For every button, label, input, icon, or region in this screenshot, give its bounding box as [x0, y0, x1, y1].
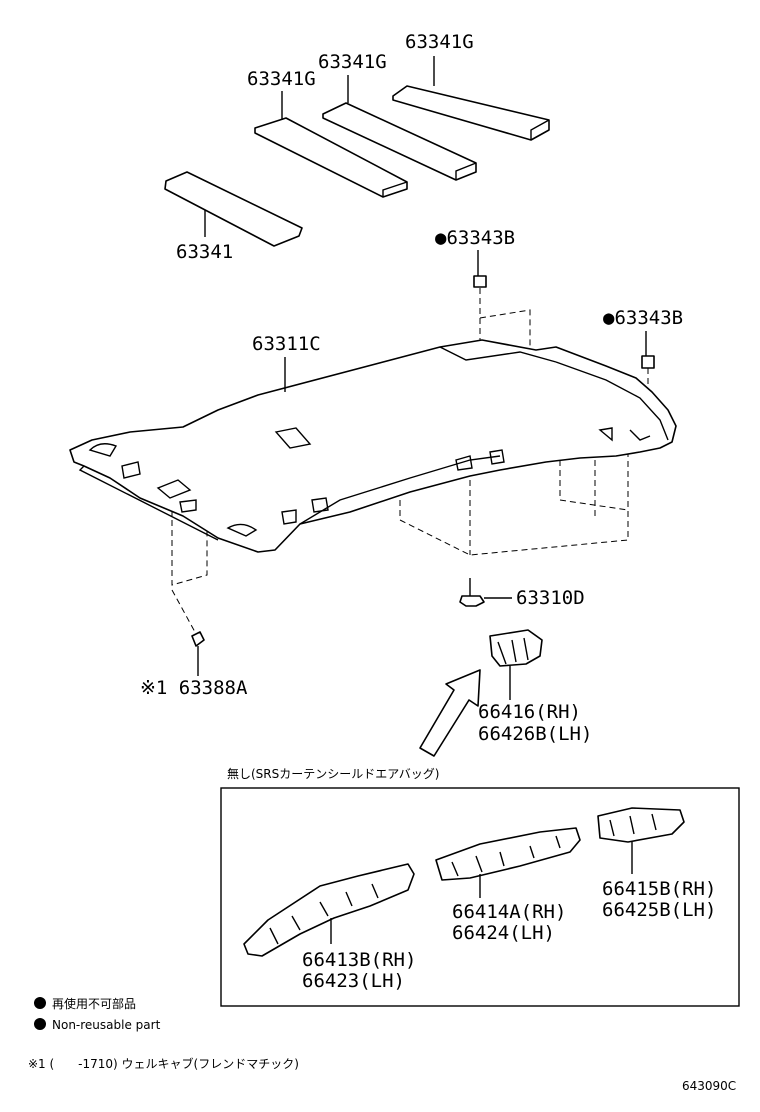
label-63341g-left: 63341G	[247, 68, 316, 90]
clip-63388a[interactable]	[191, 631, 205, 676]
box-title: 無し(SRSカーテンシールドエアバッグ)	[227, 766, 439, 781]
label-63341: 63341	[176, 241, 233, 263]
pad-63341[interactable]	[164, 171, 303, 247]
clip-63343b-center[interactable]	[473, 250, 487, 288]
label-66423-lh: 66423(LH)	[302, 970, 405, 992]
diagram-id: 643090C	[682, 1079, 736, 1093]
legend-dot-en	[34, 1018, 46, 1030]
pad-63341g-middle[interactable]	[322, 102, 477, 181]
legend-text-en: Non-reusable part	[52, 1018, 161, 1032]
footnote: ※1 ( -1710) ウェルキャブ(フレンドマチック)	[28, 1056, 299, 1071]
pad-63341g-right[interactable]	[392, 85, 550, 141]
label-63343b-center: ●63343B	[435, 227, 515, 249]
part-66416[interactable]	[489, 629, 543, 700]
label-66426b-lh: 66426B(LH)	[478, 723, 592, 745]
label-63310d: 63310D	[516, 587, 585, 609]
label-66413b-rh: 66413B(RH)	[302, 949, 416, 971]
screw-63310d[interactable]	[459, 578, 512, 607]
legend-dot-jp	[34, 997, 46, 1009]
part-66414a[interactable]	[435, 827, 581, 898]
label-66416-rh: 66416(RH)	[478, 701, 581, 723]
headliner-63311c[interactable]	[69, 339, 677, 553]
arrow-indicator	[419, 669, 481, 757]
label-63343b-right: ●63343B	[603, 307, 683, 329]
label-66425b-lh: 66425B(LH)	[602, 899, 716, 921]
label-63341g-middle: 63341G	[318, 51, 387, 73]
part-66413b[interactable]	[243, 863, 415, 957]
label-63341g-right: 63341G	[405, 31, 474, 53]
clip-63343b-right[interactable]	[641, 331, 655, 369]
label-63388a: ※1 63388A	[140, 677, 248, 699]
legend-text-jp: 再使用不可部品	[52, 996, 136, 1011]
label-66414a-rh: 66414A(RH)	[452, 901, 566, 923]
part-66415b[interactable]	[597, 807, 685, 874]
label-66424-lh: 66424(LH)	[452, 922, 555, 944]
pad-63341g-left[interactable]	[254, 117, 408, 198]
label-66415b-rh: 66415B(RH)	[602, 878, 716, 900]
label-63311c: 63311C	[252, 333, 321, 355]
variant-box	[220, 787, 740, 1007]
